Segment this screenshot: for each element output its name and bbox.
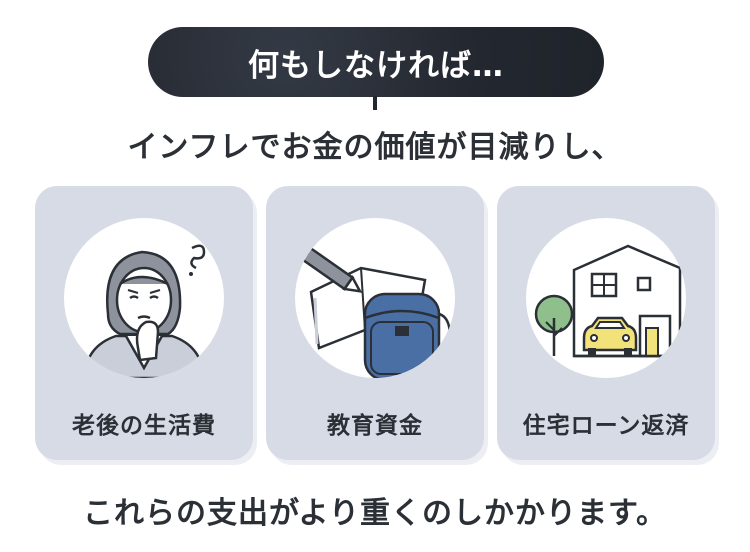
banner-text: 何もしなければ… [248, 47, 504, 84]
school-bag-notebook-icon [300, 245, 452, 378]
card-education-fund: 教育資金 [266, 186, 484, 460]
card-label-education-fund: 教育資金 [327, 413, 423, 439]
card-mortgage-repayment: 住宅ローン返済 [497, 186, 715, 460]
house-car-icon [534, 244, 682, 358]
card-label-mortgage-repayment: 住宅ローン返済 [522, 413, 690, 439]
card-illustration-circle [64, 218, 224, 378]
subheading: インフレでお金の価値が目減りし、 [127, 130, 623, 165]
worried-elderly-person-icon [82, 244, 206, 378]
footer-text: これらの支出がより重くのしかかります。 [83, 496, 667, 531]
banner: 何もしなければ… [148, 27, 604, 97]
card-illustration-circle [526, 218, 686, 378]
banner-connector-line [373, 96, 377, 110]
card-illustration-circle [295, 218, 455, 378]
card-label-living-expenses: 老後の生活費 [72, 413, 216, 439]
card-living-expenses: 老後の生活費 [35, 186, 253, 460]
